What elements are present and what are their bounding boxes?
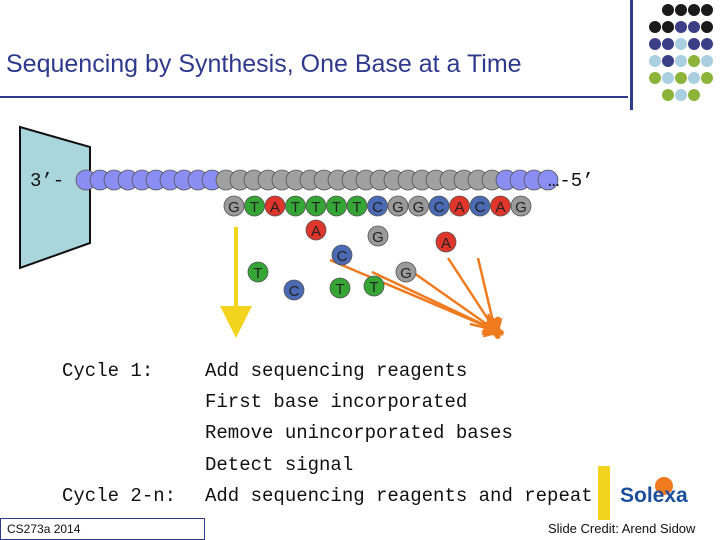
template-base: A — [264, 195, 286, 217]
title-underline — [0, 96, 628, 98]
free-nucleotide: C — [283, 279, 305, 301]
decor-dot — [675, 38, 687, 50]
decor-dot — [649, 72, 661, 84]
decor-dot — [701, 55, 713, 67]
wash-arrow — [481, 313, 501, 340]
decor-dot — [675, 89, 687, 101]
free-nucleotide: G — [395, 261, 417, 283]
template-base: T — [326, 195, 347, 217]
template-base: G — [510, 195, 532, 217]
step-detect-signal: Detect signal — [205, 454, 354, 476]
free-nucleotide: T — [329, 277, 351, 299]
free-nucleotide-letter: C — [337, 248, 348, 265]
template-base-letter: T — [250, 199, 259, 216]
free-nucleotide-letter: T — [253, 265, 262, 282]
slide-title: Sequencing by Synthesis, One Base at a T… — [6, 50, 522, 78]
template-base-letter: T — [352, 199, 361, 216]
step-add-reagents: Add sequencing reagents — [205, 360, 468, 382]
template-base-letter: T — [311, 199, 320, 216]
slide-credit: Slide Credit: Arend Sidow — [548, 521, 696, 536]
template-base: G — [387, 195, 409, 217]
step-remove-bases: Remove unincorporated bases — [205, 422, 513, 444]
decor-dot — [649, 38, 661, 50]
cycle-1-label: Cycle 1: — [62, 360, 154, 382]
decor-dot — [688, 4, 700, 16]
free-nucleotide: T — [247, 261, 269, 283]
decor-dot — [662, 21, 674, 33]
template-base-letter: T — [291, 199, 300, 216]
step-first-base: First base incorporated — [205, 391, 468, 413]
decor-dot — [662, 38, 674, 50]
template-base: A — [449, 195, 470, 217]
free-nucleotide-letter: T — [335, 281, 344, 298]
free-nucleotide: A — [305, 219, 327, 241]
course-footer: CS273a 2014 — [0, 518, 205, 540]
free-nucleotide-letter: T — [369, 279, 378, 296]
step-repeat: Add sequencing reagents and repeat — [205, 485, 593, 507]
template-base-letter: C — [434, 199, 445, 216]
free-nucleotide: T — [363, 275, 385, 297]
decor-dot — [701, 4, 713, 16]
wash-arrow — [371, 270, 505, 335]
decor-dot — [675, 4, 687, 16]
free-nucleotide-letter: C — [289, 283, 300, 300]
strand-3-prime-label: 3’- — [30, 170, 64, 192]
decor-dot — [701, 38, 713, 50]
template-base-letter: G — [392, 199, 404, 216]
template-base: G — [408, 195, 429, 217]
free-nucleotide: G — [367, 225, 389, 247]
free-nucleotide-letter: A — [441, 235, 451, 252]
template-base: A — [490, 195, 511, 217]
decor-dot — [688, 21, 700, 33]
decorative-dot-grid — [649, 4, 713, 101]
template-base-letter: C — [372, 199, 383, 216]
template-base: G — [223, 195, 245, 217]
strand-5-prime-label: …-5’ — [548, 170, 594, 192]
decor-dot — [701, 72, 713, 84]
decor-dot — [662, 89, 674, 101]
template-base-letter: A — [495, 199, 505, 216]
decor-dot — [701, 21, 713, 33]
template-base: C — [367, 195, 388, 217]
free-nucleotide-letter: G — [400, 265, 412, 282]
template-base-letter: C — [475, 199, 486, 216]
template-base-letter: G — [228, 199, 240, 216]
free-nucleotide-letter: A — [311, 223, 321, 240]
template-base: T — [346, 195, 368, 217]
template-base: T — [244, 195, 265, 217]
decor-dot — [675, 21, 687, 33]
decor-dot — [662, 4, 674, 16]
template-base-letter: G — [515, 199, 527, 216]
decor-dot — [688, 72, 700, 84]
decor-dot — [688, 38, 700, 50]
free-nucleotide-letter: G — [372, 229, 384, 246]
template-base-letter: G — [413, 199, 425, 216]
decor-dot — [662, 55, 674, 67]
template-base: C — [469, 195, 491, 217]
template-base: T — [305, 195, 327, 217]
decor-dot — [675, 72, 687, 84]
free-nucleotide: C — [331, 244, 353, 266]
wash-arrow — [403, 264, 504, 336]
decor-dot — [649, 21, 661, 33]
free-nucleotide: A — [435, 231, 457, 253]
solexa-logo-text: Solexa — [620, 484, 688, 507]
flow-cell-surface — [19, 125, 91, 270]
template-base-letter: A — [270, 199, 280, 216]
template-base: C — [428, 195, 450, 217]
template-base-letter: A — [454, 199, 464, 216]
strand-bead — [537, 169, 559, 191]
template-base: T — [285, 195, 306, 217]
decor-dot — [688, 89, 700, 101]
decor-dot — [688, 55, 700, 67]
decor-dot — [675, 55, 687, 67]
cycle-2-label: Cycle 2-n: — [62, 485, 177, 507]
decor-dot — [649, 55, 661, 67]
template-base-letter: T — [332, 199, 341, 216]
solexa-logo — [598, 466, 673, 520]
decor-dot — [662, 72, 674, 84]
header-divider — [630, 0, 633, 110]
